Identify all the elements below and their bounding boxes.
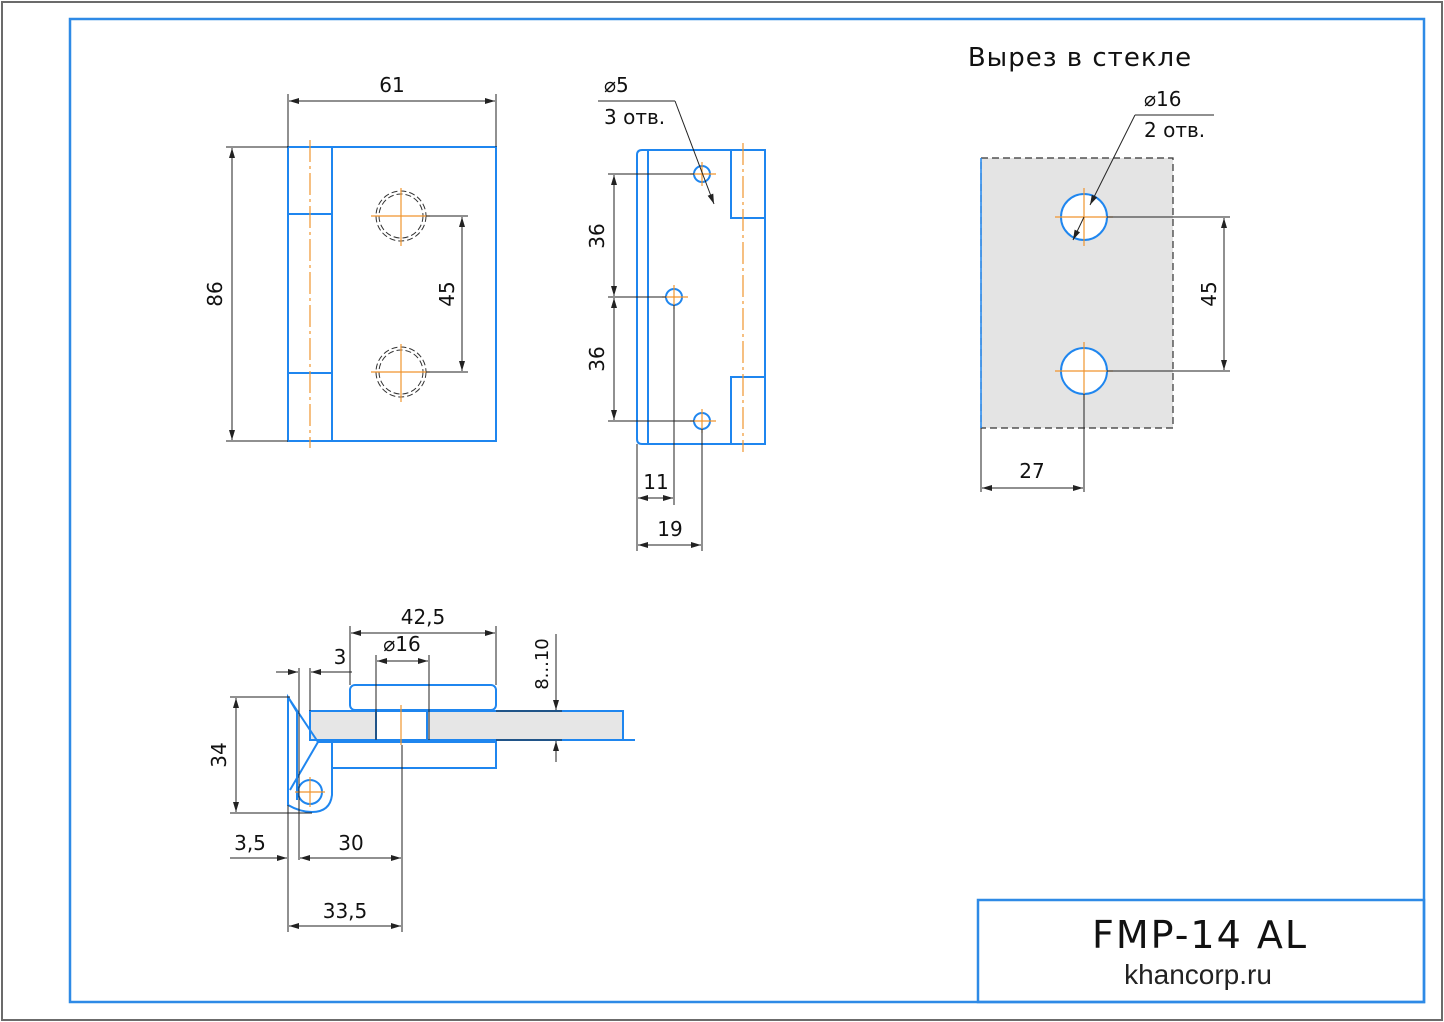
title-block: FMP-14 AL khancorp.ru [976,898,1426,1004]
clamp-plate-bottom [331,741,497,769]
dim-thickness-label: 8...10 [532,638,553,690]
side-knuckle-top [730,149,766,219]
front-plate-outline [287,146,497,442]
side-plate-outline [636,149,766,445]
clamp-plate-top [349,684,497,711]
title-block-frame [976,898,1426,1004]
front-view: 61 86 45 [203,73,497,448]
dim-body-height-label: 34 [207,742,231,767]
dim-spacing-bottom-label: 36 [585,346,609,371]
dim-hole-spacing-label: 45 [435,281,459,306]
glass-hole-callout-diameter: ⌀16 [1144,87,1182,111]
callout-leader [674,100,715,205]
glass-panel [309,710,624,741]
dim-offset-outer-label: 19 [657,517,682,541]
section-view: 42,5 ⌀16 3 8...10 34 3,5 30 33,5 [207,605,635,932]
glass-cutout-view: Вырез в стекле ⌀16 2 отв. 45 27 [968,43,1230,492]
dim-spacing-top-label: 36 [585,223,609,248]
side-knuckle-bottom [730,376,766,445]
glass-cutout-title: Вырез в стекле [968,43,1192,73]
dim-height-label: 86 [203,281,227,306]
glass-hole-callout-count: 2 отв. [1144,118,1205,142]
dim-gap-label: 3 [334,645,347,669]
drawing-frame [68,17,1426,1004]
model-code: FMP-14 AL [1092,913,1308,957]
dim-glass-spacing-label: 45 [1197,281,1221,306]
dim-hole-diameter-label: ⌀16 [383,632,421,656]
dim-width-label: 61 [379,73,404,97]
hinge-body-chamfer [289,741,319,791]
hole-callout-diameter: ⌀5 [604,73,629,97]
website-label: khancorp.ru [1124,959,1272,990]
callout-leader-tail [1072,216,1085,241]
hole-callout-count: 3 отв. [604,105,665,129]
side-view: ⌀5 3 отв. 36 36 11 19 [585,73,766,551]
callout-leader [1089,114,1136,206]
dim-length-label: 42,5 [401,605,446,629]
hinge-body [287,693,333,814]
dim-edge-offset-label: 27 [1019,459,1044,483]
dim-offset-inner-label: 11 [643,470,668,494]
dim-hole-offset-label: 30 [338,831,363,855]
dim-pivot-offset-label: 3,5 [234,831,266,855]
dim-total-offset-label: 33,5 [323,899,368,923]
